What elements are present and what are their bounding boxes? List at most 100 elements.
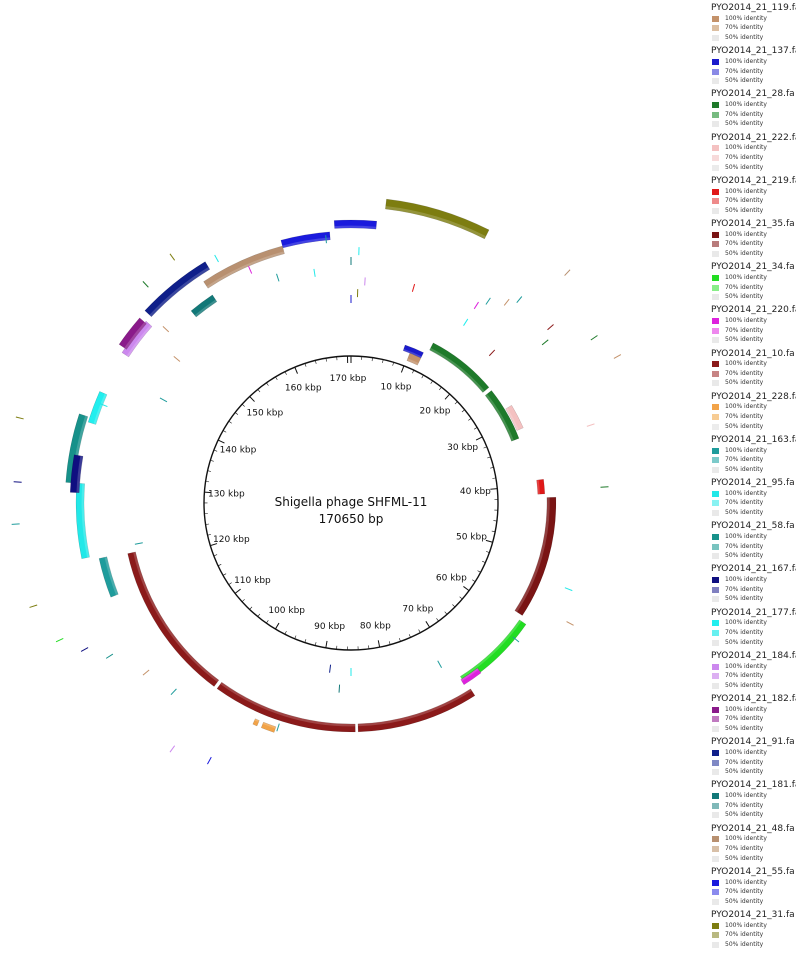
legend-level-label: 100% identity [725,921,767,929]
blast-hit-arc-shade [104,556,119,596]
legend-title: PYO2014_21_219.fa [711,175,796,186]
legend-row: 70% identity [711,628,795,638]
minor-tick [294,635,297,639]
legend-row: 70% identity [711,542,795,552]
minor-tick [284,631,287,635]
legend-row: 50% identity [711,940,795,950]
blast-hit-arc [505,404,524,431]
legend-swatch [712,241,719,248]
minor-tick [284,371,287,375]
legend-row: 50% identity [711,897,795,907]
minor-tick [213,554,218,557]
legend-swatch [712,102,719,109]
legend-title: PYO2014_21_28.fa [711,89,795,100]
blast-hit-mark [15,416,24,420]
legend-level-label: 70% identity [725,110,764,118]
blast-hit-mark [364,277,366,286]
blast-hit-arc [98,556,119,598]
minor-tick [412,369,415,374]
blast-hit-arc [333,219,377,230]
legend-row: 50% identity [711,724,795,734]
legend-row: 70% identity [711,67,795,77]
major-tick [204,491,212,494]
blast-hit-mark [159,397,168,403]
legend-swatch [712,630,719,637]
legend-level-label: 100% identity [725,792,767,800]
minor-tick [371,357,373,362]
blast-hit-mark [463,318,469,326]
blast-hit-arc [484,390,520,442]
minor-tick [421,374,424,379]
legend-level-label: 100% identity [725,360,767,368]
legend-level-label: 70% identity [725,456,764,464]
legend-title: PYO2014_21_95.fa [711,478,795,489]
minor-tick [205,523,210,525]
legend-swatch [712,198,719,205]
tick-label: 110 kbp [234,576,271,586]
legend-row: 100% identity [711,619,795,629]
legend-level-label: 100% identity [725,533,767,541]
legend-row: 70% identity [711,110,795,120]
tick-label: 30 kbp [447,443,478,453]
legend-row: 50% identity [711,120,795,130]
legend-swatch [712,941,719,948]
blast-hit-mark [512,636,520,643]
blast-hit-mark [325,235,327,244]
blast-hit-arc [87,391,108,425]
legend-level-label: 70% identity [725,283,764,291]
blast-hit-arc-shade [124,321,147,350]
legend-level-label: 50% identity [725,724,764,732]
minor-tick [444,611,448,615]
legend-row: 50% identity [711,206,795,216]
legend-row: 100% identity [711,575,795,585]
legend-row: 50% identity [711,508,795,518]
minor-tick [472,579,476,582]
legend-row: 50% identity [711,76,795,86]
minor-tick [452,604,456,608]
tick-label: 20 kbp [419,406,450,416]
blast-hit-mark [541,339,549,346]
legend-row: 50% identity [711,681,795,691]
legend-swatch [712,423,719,430]
blast-hit-mark [613,354,622,359]
blast-hit-arc [190,294,218,318]
legend-level-label: 100% identity [725,662,767,670]
blast-hit-arc-shade [334,225,377,230]
legend-swatch [712,510,719,517]
blast-hit-mark [547,324,554,331]
blast-hit-arc-shade [406,358,419,366]
legend-row: 100% identity [711,100,795,110]
blast-hit-mark [134,542,143,545]
legend-title: PYO2014_21_35.fa [711,218,795,229]
minor-tick [473,427,478,430]
tick-label: 70 kbp [402,605,433,615]
legend-swatch [712,836,719,843]
legend-level-label: 70% identity [725,197,764,205]
legend-row: 100% identity [711,748,795,758]
legend-row: 70% identity [711,585,795,595]
blast-hit-mark [162,326,170,333]
legend-swatch [712,337,719,344]
blast-hit-arc [402,344,424,359]
tick-label: 160 kbp [285,383,322,393]
blast-hit-mark [566,621,574,626]
blast-hit-mark [169,253,176,261]
legend-row: 70% identity [711,499,795,509]
legend-row: 100% identity [711,705,795,715]
legend-level-label: 70% identity [725,369,764,377]
legend-row: 70% identity [711,455,795,465]
blast-hit-arc [280,231,331,249]
legend-swatch [712,682,719,689]
blast-hit-arc-shade [385,206,486,239]
minor-tick [241,404,245,407]
major-tick [475,436,483,441]
legend-title: PYO2014_21_220.fa [711,305,796,316]
legend-row: 50% identity [711,595,795,605]
